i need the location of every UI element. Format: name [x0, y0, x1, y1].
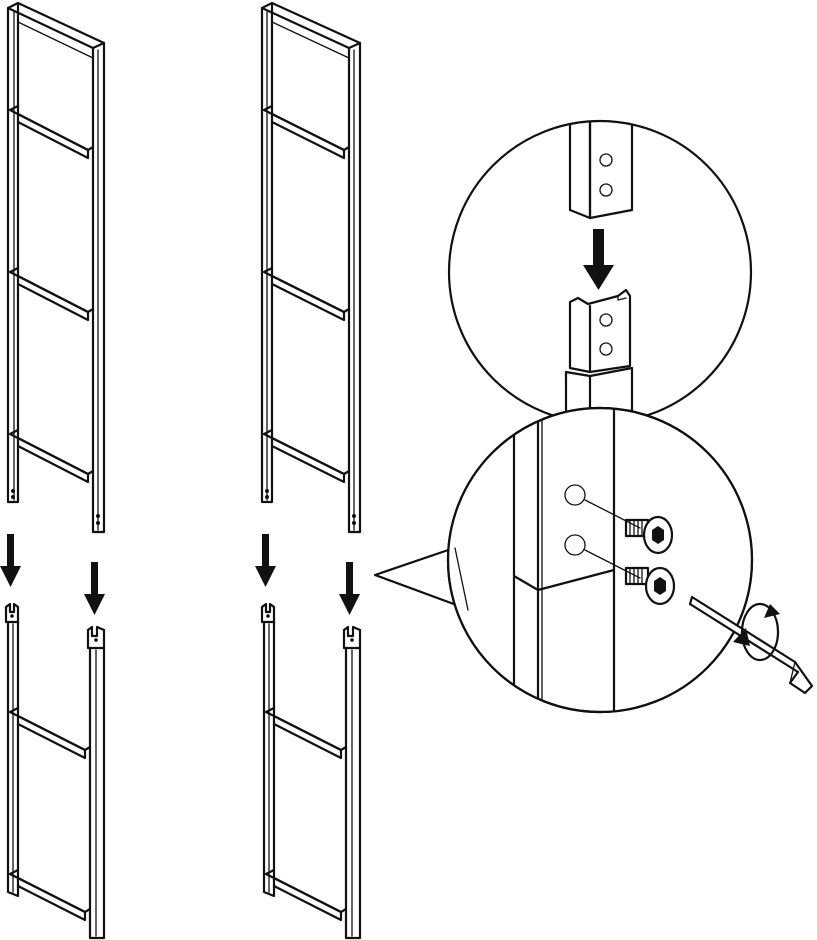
- arrow-down-icon: [0, 534, 21, 587]
- arrow-down-icon: [84, 562, 105, 615]
- detail-circle-screw-fastening: [373, 406, 754, 714]
- screw-icon: [624, 515, 674, 555]
- arrow-down-icon: [339, 562, 360, 615]
- screw-icon: [624, 566, 676, 606]
- detail-circle-sleeve-joint: [447, 119, 753, 425]
- rotate-icon: [733, 602, 780, 662]
- lower-frame-middle: [260, 602, 362, 940]
- upper-frame-middle: [260, 1, 362, 534]
- allen-key-icon: [688, 595, 814, 695]
- upper-frame-left: [6, 1, 106, 534]
- arrow-down-icon: [255, 534, 276, 587]
- lower-frame-left: [4, 602, 106, 940]
